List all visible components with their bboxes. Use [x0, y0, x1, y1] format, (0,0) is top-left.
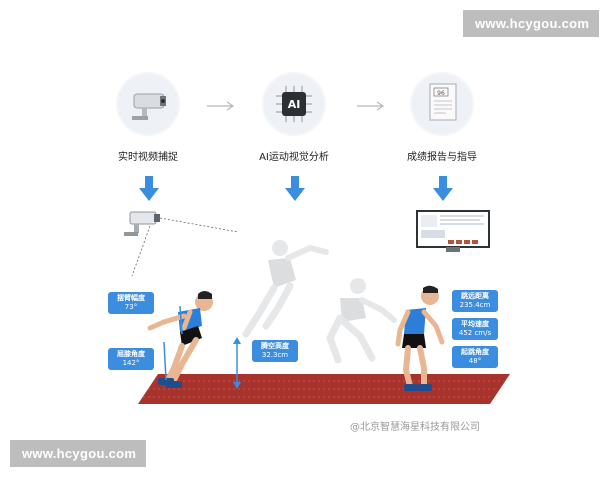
metric-avg-speed-value: 452 cm/s — [458, 329, 492, 337]
metric-takeoff-angle-value: 48° — [468, 357, 482, 365]
chip-text: AI — [288, 98, 301, 111]
metric-jump-distance-value: 235.4cm — [459, 301, 491, 309]
step-report-circle: 96 — [410, 72, 474, 136]
flow-arrow-icon — [207, 101, 235, 111]
metric-flight-height: 腾空高度 32.3cm — [252, 340, 298, 362]
down-arrow-icon — [433, 176, 453, 201]
athlete-takeoff-figure — [147, 291, 213, 388]
step-label-ai-analysis: AI运动视觉分析 — [259, 152, 329, 163]
metric-takeoff-angle: 起跳角度 48° — [452, 346, 498, 368]
field-camera-icon — [124, 211, 239, 277]
athlete-flight-ghost-1 — [242, 240, 329, 338]
step-label-capture: 实时视频捕捉 — [118, 152, 178, 163]
athlete-landing-figure — [395, 285, 445, 391]
metric-knee-angle-value: 142° — [122, 359, 140, 367]
metric-flight-height-label: 腾空高度 — [261, 342, 289, 350]
ai-chip-icon: AI — [276, 86, 312, 122]
athlete-flight-ghost-2 — [326, 278, 397, 364]
down-arrow-icon — [139, 176, 159, 201]
watermark-bottom: www.hcygou.com — [10, 440, 146, 467]
surveillance-camera-icon — [132, 93, 166, 120]
down-arrow-icon — [285, 176, 305, 201]
metric-avg-speed: 平均速度 452 cm/s — [452, 318, 498, 340]
flow-arrow-icon — [357, 101, 385, 111]
metric-flight-height-value: 32.3cm — [261, 351, 289, 359]
metric-arm-swing-value: 73° — [124, 303, 138, 311]
metric-takeoff-angle-label: 起跳角度 — [461, 348, 489, 356]
metric-arm-swing-label: 摆臂幅度 — [117, 294, 145, 302]
watermark-top: www.hcygou.com — [463, 10, 599, 37]
step-label-report: 成绩报告与指导 — [407, 152, 477, 163]
report-document-icon: 96 — [429, 83, 457, 121]
metric-jump-distance-label: 跳远距离 — [461, 292, 489, 300]
metric-knee-angle-label: 屈膝角度 — [117, 350, 145, 358]
metric-jump-distance: 跳远距离 235.4cm — [452, 290, 498, 312]
metric-knee-angle: 屈膝角度 142° — [108, 348, 154, 370]
company-credit: @北京智慧海星科技有限公司 — [350, 422, 480, 433]
step-camera-circle — [116, 72, 180, 136]
running-track — [138, 374, 510, 404]
height-measure-icon — [233, 337, 241, 389]
metric-arm-swing: 摆臂幅度 73° — [108, 292, 154, 314]
monitor-report-icon — [416, 210, 490, 252]
step-ai-circle: AI — [262, 72, 326, 136]
report-score: 96 — [437, 90, 445, 97]
metric-avg-speed-label: 平均速度 — [461, 320, 489, 328]
